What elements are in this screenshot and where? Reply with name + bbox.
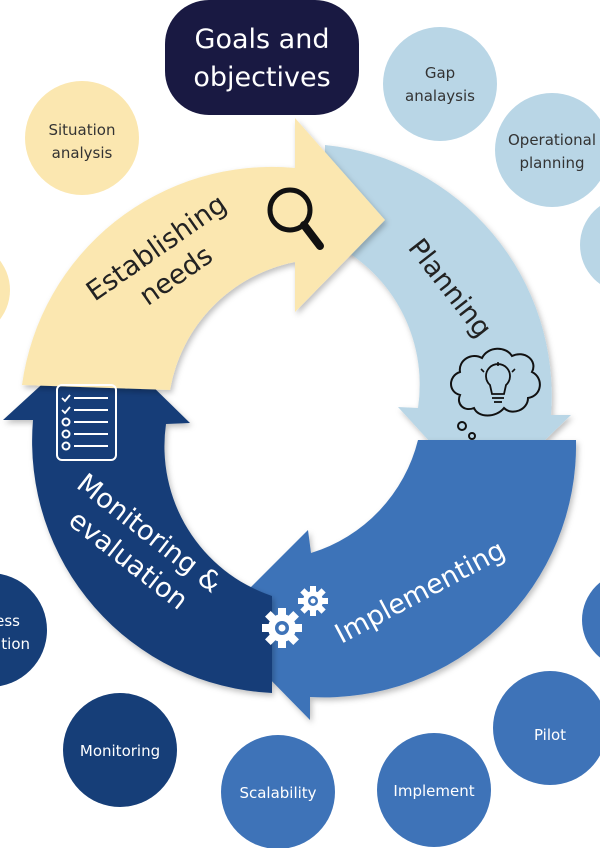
- svg-text:Scalability: Scalability: [239, 784, 316, 802]
- svg-text:Operational: Operational: [508, 131, 596, 149]
- svg-text:analaysis: analaysis: [405, 87, 475, 105]
- svg-text:objectives: objectives: [193, 62, 330, 93]
- svg-text:Implement: Implement: [393, 782, 474, 800]
- bubble-right-lower-partial: [582, 582, 600, 658]
- svg-text:Monitoring: Monitoring: [80, 742, 160, 760]
- svg-text:analysis: analysis: [52, 144, 113, 162]
- bubble-monitoring: Monitoring: [63, 693, 177, 807]
- bubble-process-evaluation: ess tion: [0, 573, 47, 687]
- bubble-pilot: Pilot: [493, 671, 600, 785]
- goals-objectives-box: Goals and objectives: [165, 0, 359, 115]
- checklist-icon: [56, 384, 117, 461]
- magnifier-icon: [267, 187, 324, 250]
- svg-text:Situation: Situation: [48, 121, 115, 139]
- gears-icon: [262, 586, 328, 648]
- bubble-left-partial: [0, 260, 10, 320]
- bubble-implement: Implement: [377, 733, 491, 847]
- bubble-gap-analysis: Gap analaysis: [383, 27, 497, 141]
- bubble-operational-planning: Operational planning: [495, 93, 600, 207]
- bubble-situation-analysis: Situation analysis: [25, 81, 139, 195]
- svg-text:Gap: Gap: [425, 64, 455, 82]
- svg-text:ess: ess: [0, 612, 20, 630]
- svg-text:Goals and: Goals and: [195, 24, 330, 55]
- bubble-right-partial: [580, 206, 600, 284]
- arrow-implementing: [215, 440, 577, 720]
- svg-text:tion: tion: [1, 635, 30, 653]
- lightbulb-thought-icon: [450, 347, 541, 440]
- bubble-scalability: Scalability: [221, 735, 335, 848]
- arrow-establishing: [22, 118, 385, 390]
- svg-text:Pilot: Pilot: [534, 726, 566, 744]
- svg-text:planning: planning: [519, 154, 584, 172]
